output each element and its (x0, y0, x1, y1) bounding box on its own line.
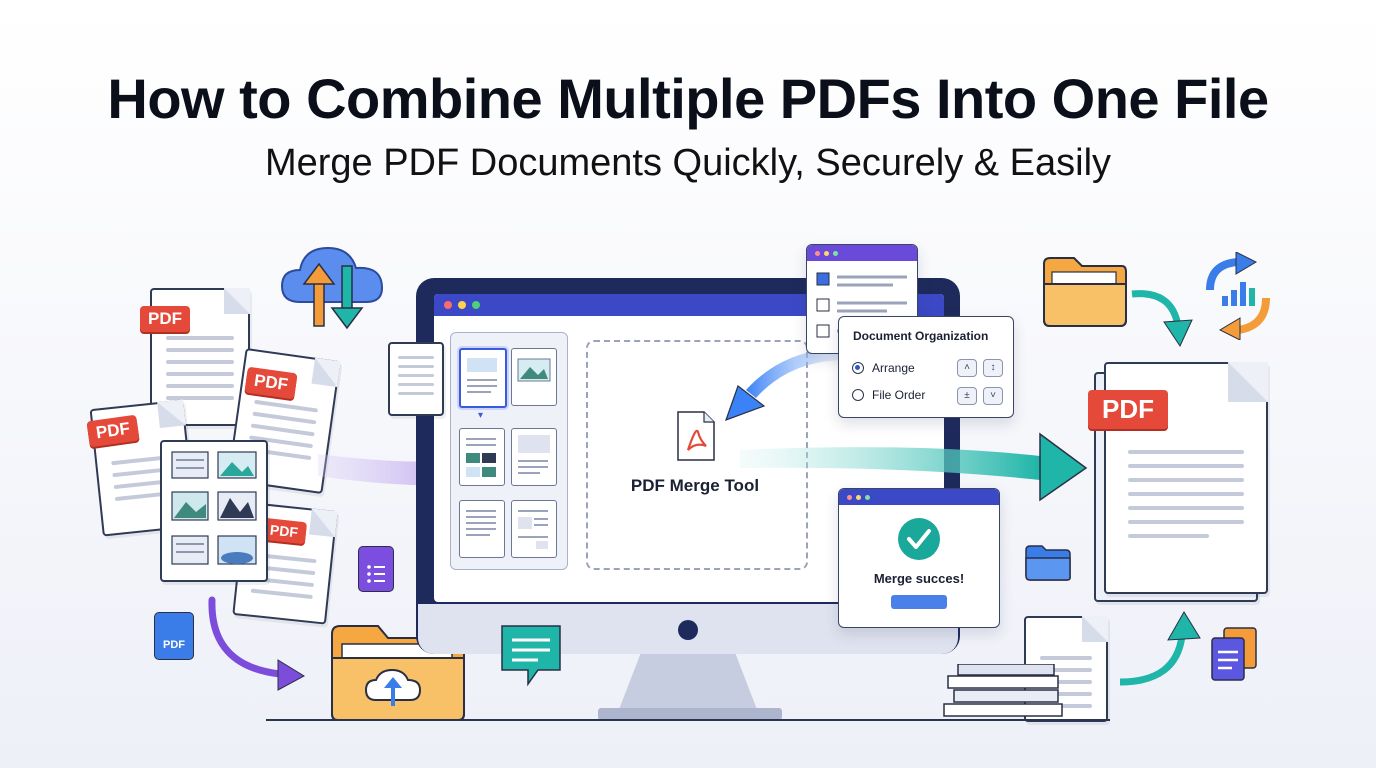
document-organization-window: Document Organization Arrange File Order… (838, 316, 1014, 418)
close-dot-icon[interactable] (444, 301, 452, 309)
image-grid-icon (171, 451, 257, 565)
success-window-titlebar (839, 489, 999, 505)
page-thumbnail-5[interactable] (459, 500, 505, 558)
organization-title: Document Organization (853, 329, 989, 343)
paper-stack-icon (943, 664, 1063, 717)
document-list-icon (358, 546, 394, 592)
arrange-radio[interactable] (852, 362, 864, 374)
ok-button[interactable] (891, 595, 947, 609)
floating-page (388, 342, 444, 416)
pdf-file-icon (677, 411, 715, 461)
monitor-stand (618, 654, 758, 712)
chat-note-icon (501, 625, 561, 687)
arrow-to-tool-icon (725, 348, 846, 422)
file-order-label: File Order (872, 388, 926, 402)
arrange-label: Arrange (872, 361, 915, 375)
page-thumbnail-2[interactable] (511, 348, 557, 406)
sidebar-window-titlebar (807, 245, 917, 261)
page-title: How to Combine Multiple PDFs Into One Fi… (107, 67, 1269, 130)
merge-tool-label: PDF Merge Tool (630, 476, 760, 495)
document-icon (1211, 627, 1257, 681)
pdf-tag-1: PDF (140, 306, 190, 332)
move-down-button[interactable]: ˅ (983, 387, 1003, 405)
file-order-radio[interactable] (852, 389, 864, 401)
move-up-button[interactable]: ˄ (957, 359, 977, 377)
maximize-dot-icon[interactable] (472, 301, 480, 309)
monitor-base (598, 708, 782, 720)
folder-icon (1043, 257, 1127, 327)
success-message: Merge succes! (873, 571, 965, 586)
arrow-down-icon (1131, 290, 1193, 348)
output-pdf-tag: PDF (1088, 390, 1168, 429)
small-folder-icon (1025, 545, 1071, 581)
sort-vertical-button[interactable]: ↕ (983, 359, 1003, 377)
monitor-power-dot (678, 620, 698, 640)
minimize-dot-icon[interactable] (458, 301, 466, 309)
page-thumbnail-1[interactable] (459, 348, 507, 408)
sort-order-button[interactable]: ± (957, 387, 977, 405)
merge-success-window: Merge succes! (838, 488, 1000, 628)
ground-line (266, 719, 1110, 721)
page-thumbnail-6[interactable] (511, 500, 557, 558)
arrow-to-folder-icon (208, 596, 306, 691)
output-pdf-page (1104, 362, 1268, 594)
page-thumbnail-4[interactable] (511, 428, 557, 486)
check-icon (898, 518, 940, 560)
page-thumbnail-3[interactable] (459, 428, 505, 486)
arrow-up-icon (1119, 611, 1201, 686)
cloud-sync-icon (280, 246, 384, 330)
small-pdf-icon: PDF (154, 612, 194, 660)
image-sheet (160, 440, 268, 582)
refresh-chart-icon (1206, 252, 1270, 340)
page-subtitle: Merge PDF Documents Quickly, Securely & … (264, 142, 1112, 184)
output-flow-arrow-icon (740, 432, 1088, 502)
reorder-arrow-icon: ▾ (478, 410, 484, 421)
